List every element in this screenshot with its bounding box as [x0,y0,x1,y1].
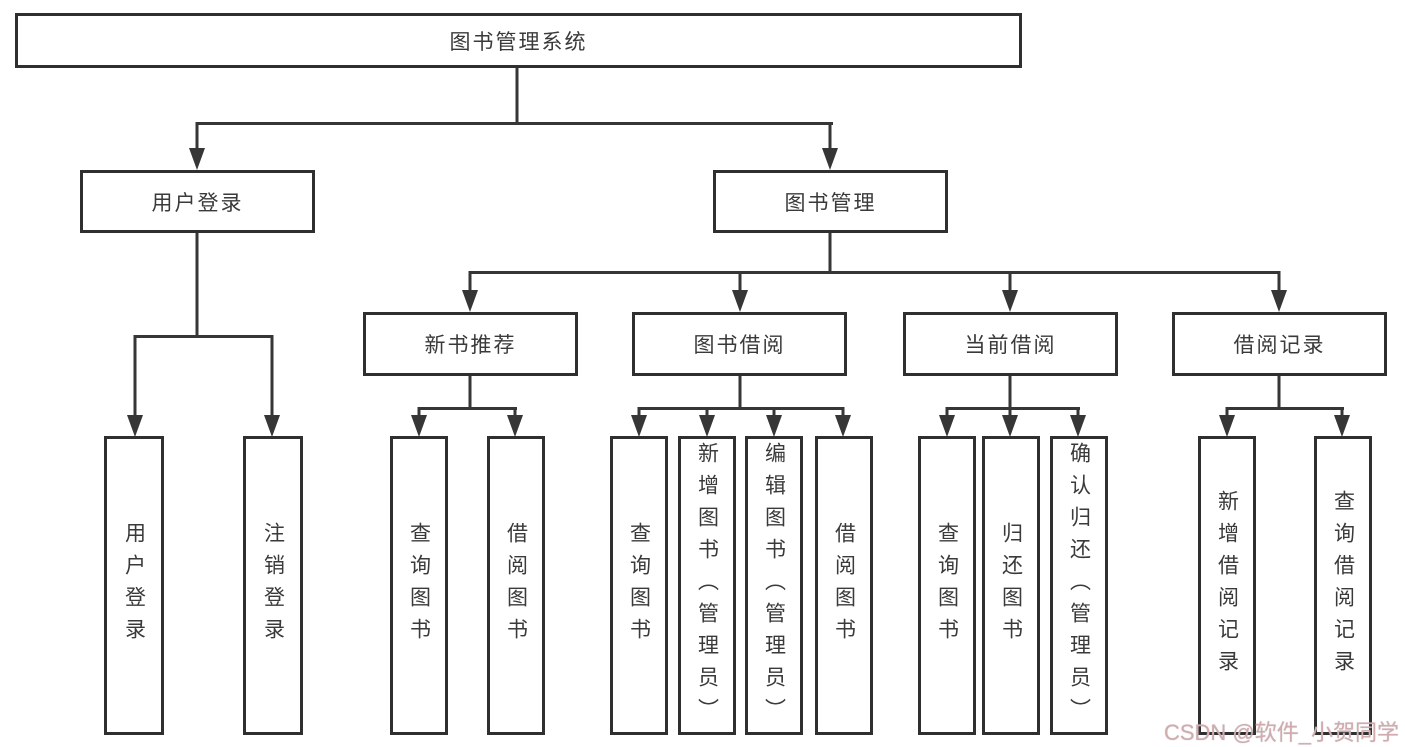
leaf-confirm-return-admin: 确认归还（管理员） [1050,436,1108,735]
connector-line [638,407,844,410]
node-label: 图书管理系统 [449,30,588,54]
arrowhead-icon [507,415,523,437]
node-label: 当前借阅 [964,334,1057,357]
node-label: 归还图书 [999,521,1023,650]
connector-line [513,407,517,417]
arrowhead-icon [1070,415,1086,437]
connector-line [945,407,949,417]
connector-line [828,122,832,150]
connector-line [195,233,199,335]
node-book-borrow: 图书借阅 [632,312,847,376]
connector-line [270,335,274,417]
connector-line [946,407,1080,410]
node-label: 借阅图书 [832,521,856,650]
arrowhead-icon [1002,415,1018,437]
node-label: 图书管理 [784,191,877,215]
node-label: 新书推荐 [424,334,517,357]
arrowhead-icon [822,148,838,170]
node-borrow-records: 借阅记录 [1172,312,1387,376]
connector-line [1277,271,1281,291]
connector-line [468,271,472,291]
connector-line [1225,407,1229,417]
arrowhead-icon [127,415,143,437]
connector-line [196,122,833,125]
node-label: 借阅记录 [1233,334,1326,357]
arrowhead-icon [1271,290,1287,312]
arrowhead-icon [411,415,427,437]
connector-line [418,407,517,410]
node-label: 确认归还（管理员） [1067,441,1091,730]
connector-line [417,407,421,417]
node-user-login: 用户登录 [80,170,315,233]
node-current-borrow: 当前借阅 [903,312,1118,376]
connector-line [705,407,709,417]
leaf-borrow-books-rec: 借阅图书 [487,436,545,735]
connector-line [515,68,519,122]
leaf-query-books-current: 查询图书 [918,436,976,735]
connector-line [841,407,845,417]
node-label: 查询图书 [407,521,431,650]
connector-line [195,122,199,150]
connector-line [637,407,641,417]
connector-line [1008,271,1012,291]
node-label: 查询图书 [627,521,651,650]
arrowhead-icon [631,415,647,437]
node-book-management: 图书管理 [713,170,948,233]
connector-line [1008,407,1012,417]
leaf-query-books-rec: 查询图书 [390,436,448,735]
connector-line [738,376,742,407]
leaf-user-login: 用户登录 [104,436,164,735]
connector-line [1008,376,1012,407]
connector-line [1277,376,1281,407]
arrowhead-icon [462,290,478,312]
leaf-add-books-admin: 新增图书（管理员） [678,436,736,735]
connector-line [738,271,742,291]
arrowhead-icon [699,415,715,437]
arrowhead-icon [766,415,782,437]
connector-line [1076,407,1080,417]
leaf-query-borrow-record: 查询借阅记录 [1314,436,1372,735]
leaf-add-borrow-record: 新增借阅记录 [1198,436,1256,735]
connector-line [468,376,472,407]
arrowhead-icon [189,148,205,170]
arrowhead-icon [835,415,851,437]
leaf-borrow-books: 借阅图书 [815,436,873,735]
arrowhead-icon [264,415,280,437]
node-label: 注销登录 [261,521,285,650]
node-label: 新增图书（管理员） [695,441,719,730]
leaf-return-books: 归还图书 [982,436,1040,735]
connector-line [1226,407,1344,410]
connector-line [134,335,273,338]
leaf-edit-books-admin: 编辑图书（管理员） [745,436,803,735]
node-label: 借阅图书 [504,521,528,650]
node-label: 新增借阅记录 [1215,489,1239,682]
node-root-system: 图书管理系统 [15,13,1022,68]
node-label: 查询图书 [935,521,959,650]
node-new-book-recommend: 新书推荐 [363,312,578,376]
connector-line [133,335,137,417]
arrowhead-icon [1334,415,1350,437]
connector-line [772,407,776,417]
csdn-watermark: CSDN @软件_小贺同学 [1163,720,1399,745]
arrowhead-icon [1219,415,1235,437]
connector-line [1340,407,1344,417]
node-label: 编辑图书（管理员） [762,441,786,730]
arrowhead-icon [732,290,748,312]
connector-line [470,271,1280,274]
node-label: 查询借阅记录 [1331,489,1355,682]
arrowhead-icon [1002,290,1018,312]
connector-line [828,233,832,271]
node-label: 用户登录 [122,521,146,650]
node-label: 图书借阅 [693,334,786,357]
arrowhead-icon [939,415,955,437]
leaf-logout: 注销登录 [243,436,303,735]
node-label: 用户登录 [151,191,244,215]
leaf-query-books-borrow: 查询图书 [610,436,668,735]
